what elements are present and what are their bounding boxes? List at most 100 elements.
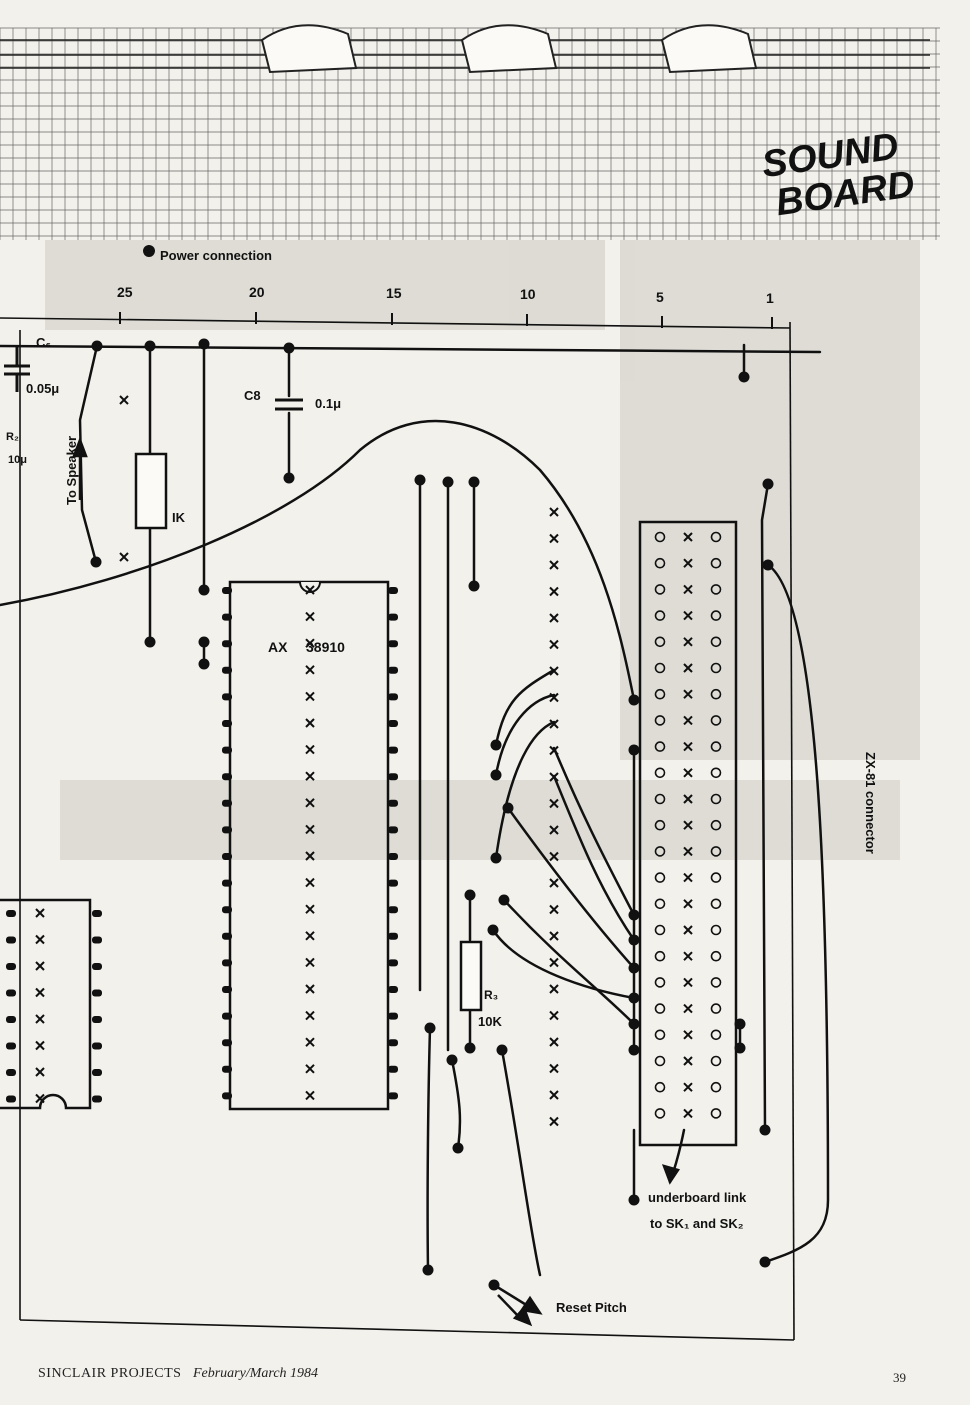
- cross-mark: [305, 691, 315, 702]
- cross-mark: [683, 951, 693, 961]
- board-right-edge: [789, 321, 795, 1341]
- solder-joint: [91, 340, 103, 352]
- ic-pin: [388, 986, 398, 993]
- connector-cross: [683, 715, 693, 726]
- ic-pin: [388, 666, 398, 674]
- cross-mark: [35, 1067, 45, 1077]
- connector-pad: [654, 741, 666, 752]
- connector-pad: [654, 898, 666, 910]
- ic-pin: [222, 587, 232, 594]
- solder-joint: [734, 1018, 746, 1030]
- ic-pin: [222, 906, 232, 914]
- cross-mark: [549, 560, 559, 570]
- solder-joint: [452, 1142, 464, 1154]
- cross-mark: [683, 558, 693, 568]
- resistor-ik: [134, 452, 168, 530]
- capacitor-c8: [275, 398, 303, 411]
- pin-number: 5: [656, 289, 664, 305]
- ic-notch: [299, 581, 321, 593]
- solder-joint: [628, 1194, 640, 1206]
- connector-pad: [654, 819, 666, 831]
- cross-mark: [35, 961, 45, 971]
- solder-joint: [198, 636, 210, 648]
- solder-joint: [498, 894, 510, 906]
- cross-mark: [549, 1063, 559, 1074]
- link-label-1: underboard link: [648, 1190, 747, 1205]
- cross-mark: [683, 532, 693, 542]
- wire: [426, 1026, 432, 1272]
- ic-pin: [388, 879, 398, 887]
- ic-pin: [222, 959, 232, 967]
- binder-ring: [460, 24, 558, 74]
- cross-mark: [683, 1056, 693, 1066]
- connector-cross: [683, 794, 693, 804]
- legend: Power connection: [143, 245, 272, 263]
- connector-cross: [683, 1030, 693, 1040]
- legend-label: Power connection: [160, 248, 272, 263]
- cross-mark: [119, 395, 129, 405]
- connector-pad: [710, 924, 722, 936]
- cross-mark: [549, 904, 559, 915]
- cross-mark: [683, 1003, 693, 1014]
- wire: [450, 1058, 462, 1150]
- ic-pin: [388, 613, 398, 621]
- ic-name: AX: [268, 639, 288, 655]
- cross-mark: [549, 1037, 559, 1047]
- solder-joint: [144, 636, 156, 648]
- connector-label: ZX-81 connector: [863, 752, 878, 854]
- ic-pin: [222, 613, 232, 621]
- show-through-text: [45, 240, 920, 860]
- solder-joints: [90, 338, 774, 1291]
- binder-rings: [260, 24, 758, 74]
- connector-pad: [654, 557, 666, 569]
- cross-mark: [683, 899, 693, 909]
- ic-pin: [6, 1095, 16, 1103]
- connector-pad: [710, 1108, 722, 1119]
- connector-pad: [654, 767, 666, 779]
- ic-pin: [222, 1092, 232, 1100]
- solder-joint: [446, 1054, 458, 1066]
- connector-pad: [654, 636, 666, 648]
- solder-joint: [759, 1256, 771, 1268]
- reset-arrow-line: [497, 1294, 521, 1319]
- cross-mark: [549, 1090, 559, 1100]
- connector-pad: [654, 584, 666, 595]
- ic-pin: [388, 1092, 398, 1100]
- cross-mark: [683, 846, 693, 857]
- cross-mark: [549, 613, 559, 623]
- cross-mark: [549, 851, 559, 862]
- connector-pad: [710, 977, 722, 988]
- cross-mark: [549, 692, 559, 703]
- solder-joint: [464, 1042, 476, 1054]
- pin-number: 10: [520, 286, 536, 302]
- component-labels: C₆ 0.05μ R₂ 10μ C8 0.1μ IK AX 38910 R₃ 1…: [6, 335, 502, 1029]
- ic-pin: [6, 963, 16, 970]
- ic-pin: [388, 640, 398, 648]
- cross-mark: [683, 794, 693, 804]
- sound-board-logo: SOUND BOARD: [759, 126, 917, 225]
- solder-joint: [283, 472, 295, 484]
- connector-cross: [683, 951, 693, 961]
- connector-pad: [710, 557, 722, 569]
- solder-joint: [759, 1124, 771, 1136]
- connector-pad: [710, 610, 722, 621]
- wire: [491, 928, 636, 1000]
- cross-mark: [683, 584, 693, 595]
- cross-mark: [305, 1037, 315, 1047]
- connector-pad: [710, 1003, 722, 1014]
- connector-pad: [654, 715, 666, 726]
- capacitor-c6: [4, 346, 30, 392]
- connector-pad: [654, 688, 666, 700]
- connector-cross: [683, 558, 693, 568]
- solder-joint: [488, 1279, 500, 1291]
- c6-label: C₆: [36, 335, 51, 350]
- cross-mark: [549, 719, 559, 729]
- annotations: To Speaker ZX-81 connector underboard li…: [64, 436, 878, 1315]
- connector-pad: [654, 662, 666, 674]
- ic-pin: [222, 640, 232, 648]
- cross-mark: [305, 904, 315, 914]
- wire: [506, 806, 636, 970]
- connector-cross: [683, 1056, 693, 1066]
- cross-mark: [683, 872, 693, 883]
- publication-name: SINCLAIR PROJECTS: [38, 1366, 182, 1381]
